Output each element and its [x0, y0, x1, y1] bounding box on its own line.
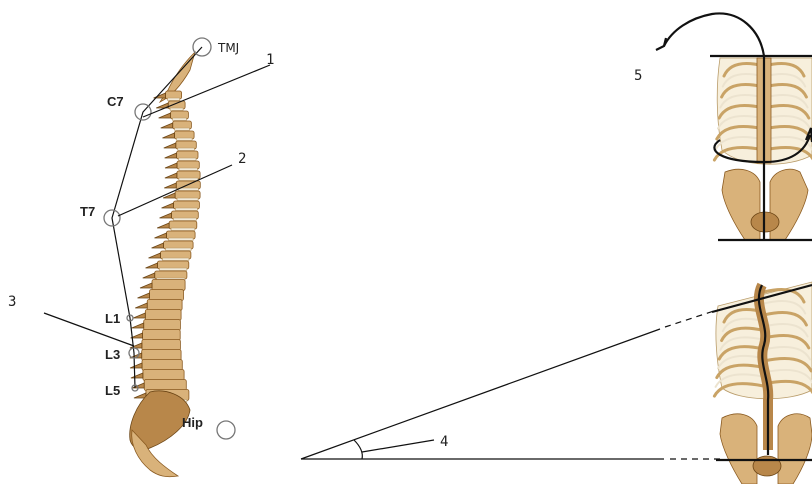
spinous-process	[159, 113, 171, 118]
intervertebral-disc	[177, 138, 193, 141]
spinous-process	[164, 183, 176, 188]
intervertebral-disc	[166, 248, 192, 251]
intervertebral-disc	[163, 258, 189, 261]
intervertebral-disc	[170, 108, 183, 111]
spinous-process	[130, 363, 142, 368]
spinous-process	[160, 213, 172, 218]
callout-1: 1	[266, 52, 274, 68]
callout-5: 5	[634, 68, 642, 84]
torso-rotation-illustration: 5	[634, 13, 812, 240]
label-t7: T7	[80, 204, 95, 219]
spinous-process	[134, 393, 146, 398]
vertebra	[142, 360, 182, 371]
spine-illustration	[130, 52, 201, 477]
spinous-process	[157, 223, 169, 228]
angle-upper-ray	[301, 329, 660, 459]
intervertebral-disc	[171, 228, 195, 231]
spinous-process	[165, 153, 177, 158]
spinous-process	[148, 253, 160, 258]
callout-3-leader	[44, 313, 134, 346]
spinous-process	[152, 243, 164, 248]
spinous-process	[131, 373, 143, 378]
intervertebral-disc	[173, 118, 187, 121]
spinous-process	[146, 263, 158, 268]
vertebra	[152, 280, 185, 291]
intervertebral-disc	[175, 128, 190, 131]
vertebra	[143, 370, 184, 381]
angle-arc-icon	[354, 440, 362, 459]
vertebra	[145, 310, 181, 321]
vertebra	[143, 330, 181, 341]
spinous-process	[162, 203, 174, 208]
spinous-process	[162, 133, 174, 138]
intervertebral-disc	[179, 178, 198, 181]
label-l5: L5	[105, 383, 120, 398]
spinous-process	[133, 313, 145, 318]
spinous-process	[138, 293, 150, 298]
angle-diagram: 4	[301, 309, 722, 459]
intervertebral-disc	[179, 158, 196, 161]
vertebra	[150, 290, 184, 301]
label-tmj: TMJ	[217, 41, 239, 55]
vertebra	[142, 350, 181, 361]
intervertebral-disc	[176, 208, 198, 211]
rotation-arrow-icon	[664, 13, 764, 56]
vertebra	[144, 320, 181, 331]
callout-4: 4	[440, 434, 448, 450]
intervertebral-disc	[169, 238, 194, 241]
label-l3: L3	[105, 347, 120, 362]
callout-4-leader	[362, 440, 434, 452]
spinous-process	[140, 283, 152, 288]
torso-tilt-illustration	[712, 282, 812, 484]
spinous-process	[135, 303, 147, 308]
vertebra	[144, 380, 186, 391]
intervertebral-disc	[179, 168, 197, 171]
label-c7: C7	[107, 94, 124, 109]
vertebra	[142, 340, 181, 351]
spinous-process	[143, 273, 155, 278]
intervertebral-disc	[174, 218, 197, 221]
callout-3: 3	[8, 294, 16, 310]
intervertebral-disc	[178, 148, 195, 151]
spinous-process	[165, 173, 177, 178]
vertebra	[147, 300, 182, 311]
label-l1: L1	[105, 311, 120, 326]
spinous-process	[164, 143, 176, 148]
intervertebral-disc	[177, 198, 198, 201]
hip-marker	[217, 421, 235, 439]
angle-upper-ray-dashed	[665, 309, 720, 327]
callout-2: 2	[238, 151, 246, 167]
spinous-process	[154, 233, 166, 238]
spinous-process	[165, 163, 177, 168]
label-hip: Hip	[182, 415, 203, 430]
intervertebral-disc	[160, 268, 187, 271]
intervertebral-disc	[168, 98, 180, 101]
spinous-process	[161, 123, 173, 128]
spinous-process	[132, 323, 144, 328]
